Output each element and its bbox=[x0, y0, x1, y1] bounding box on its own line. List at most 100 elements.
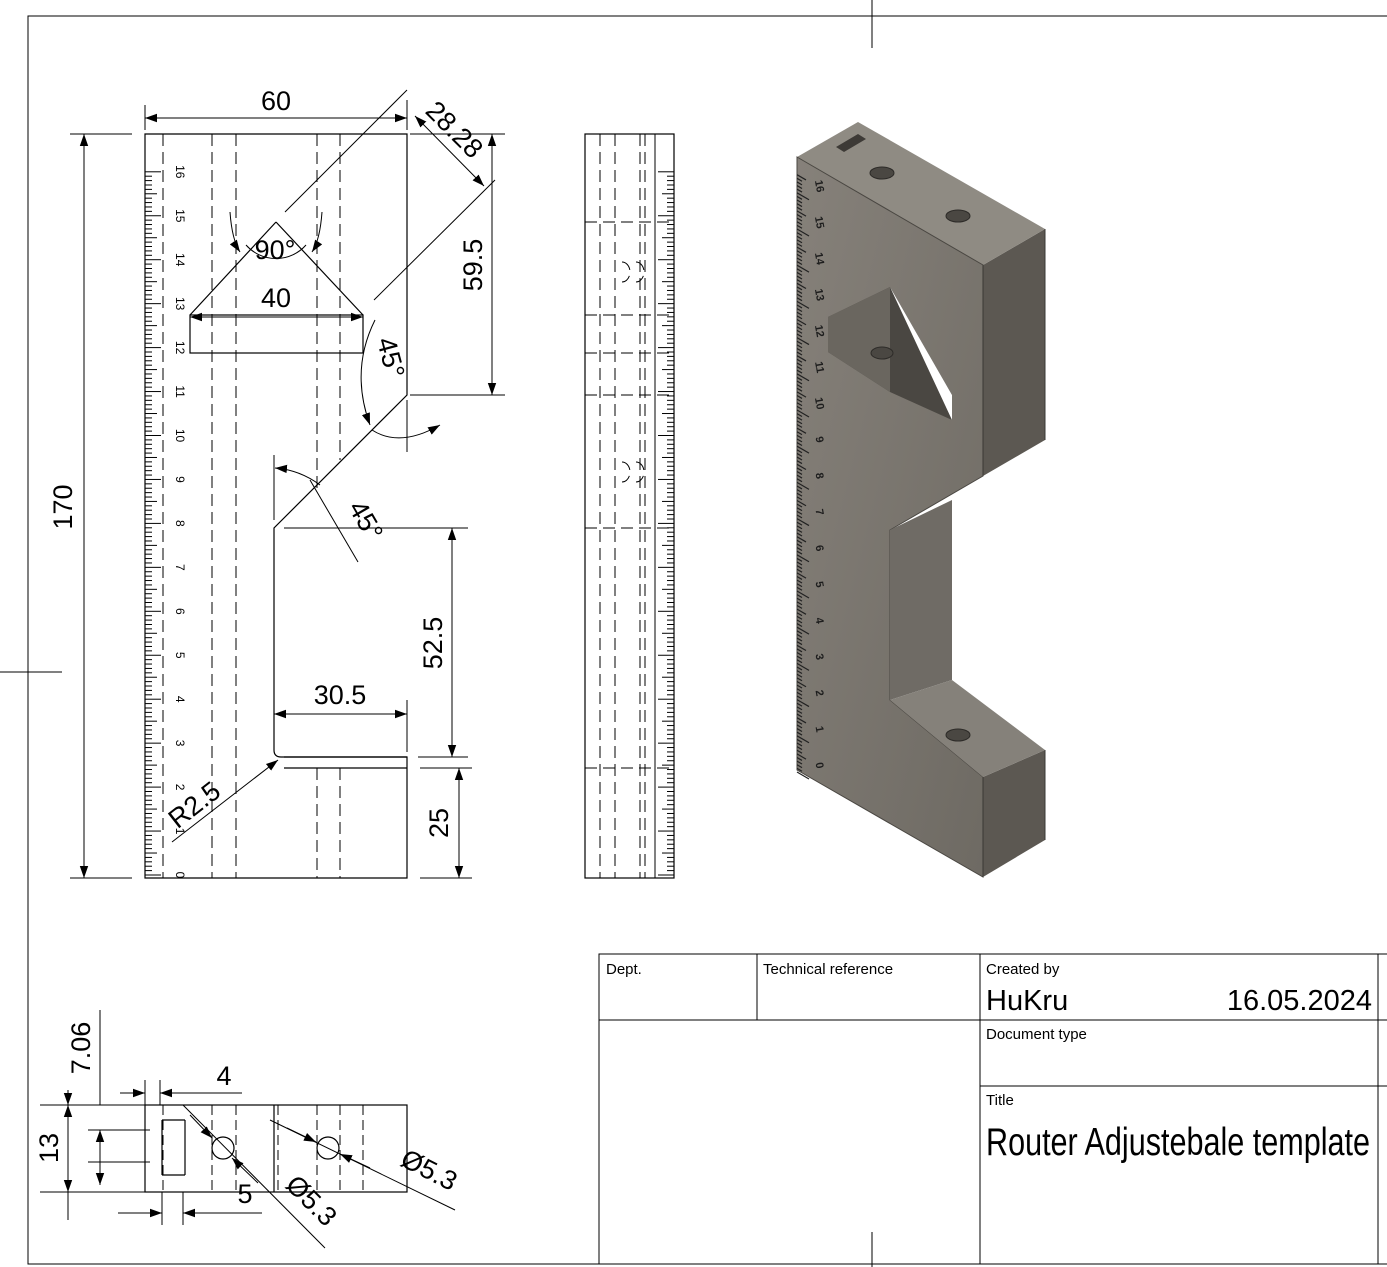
iso-ruler-tick bbox=[796, 583, 803, 588]
ruler-label: 12 bbox=[173, 341, 187, 355]
iso-ruler-label: 11 bbox=[812, 361, 826, 375]
iso-ruler-tick bbox=[796, 185, 803, 189]
iso-ruler-tick bbox=[796, 322, 803, 327]
iso-ruler-tick bbox=[796, 203, 803, 208]
dim-fillet-radius: R2.5 bbox=[163, 776, 226, 835]
iso-ruler-tick bbox=[796, 528, 803, 533]
iso-ruler-tick bbox=[796, 731, 803, 736]
dept-label: Dept. bbox=[606, 961, 642, 978]
iso-ruler-tick bbox=[796, 728, 803, 732]
iso-ruler-tick bbox=[796, 242, 803, 247]
ruler-label: 14 bbox=[173, 253, 187, 267]
iso-ruler-tick bbox=[796, 771, 810, 780]
iso-ruler-tick bbox=[796, 471, 803, 475]
iso-ruler-tick bbox=[796, 680, 807, 688]
iso-ruler-tick bbox=[796, 492, 803, 497]
ruler-label: 5 bbox=[173, 652, 187, 659]
ruler-label: 3 bbox=[173, 740, 187, 747]
iso-ruler-tick bbox=[796, 188, 803, 193]
iso-ruler-tick bbox=[796, 565, 803, 570]
iso-ruler-tick bbox=[796, 275, 803, 280]
iso-ruler-tick bbox=[796, 709, 803, 714]
iso-ruler-label: 10 bbox=[812, 396, 826, 410]
iso-ruler-label: 5 bbox=[813, 580, 826, 588]
iso-ruler-tick bbox=[796, 413, 803, 418]
dim-chamfer-length: 28.28 bbox=[420, 95, 489, 164]
iso-ruler-tick bbox=[796, 742, 803, 747]
iso-ruler-tick bbox=[796, 300, 810, 309]
iso-ruler-tick bbox=[796, 738, 803, 743]
iso-ruler-tick bbox=[796, 735, 810, 744]
iso-ruler-label: 15 bbox=[812, 215, 826, 229]
iso-ruler-tick bbox=[796, 474, 803, 479]
iso-ruler-tick bbox=[796, 467, 803, 472]
iso-ruler-tick bbox=[796, 174, 807, 181]
dim-front-width: 60 bbox=[261, 86, 291, 116]
iso-ruler-tick bbox=[796, 224, 803, 229]
iso-ruler-tick bbox=[796, 757, 803, 761]
dim-overall-height: 170 bbox=[48, 484, 78, 529]
iso-ruler-tick bbox=[796, 423, 803, 428]
ruler-label: 7 bbox=[173, 564, 187, 571]
iso-ruler-tick bbox=[796, 221, 803, 226]
iso-ruler-tick bbox=[796, 608, 807, 615]
iso-ruler-tick bbox=[796, 510, 803, 515]
side-view bbox=[584, 133, 675, 879]
iso-ruler-tick bbox=[796, 572, 807, 579]
dim-slot-height: 52.5 bbox=[418, 617, 448, 670]
iso-ruler-tick bbox=[796, 340, 803, 345]
iso-ruler-tick bbox=[796, 387, 803, 392]
iso-ruler-tick bbox=[796, 463, 807, 471]
iso-ruler-tick bbox=[796, 456, 803, 461]
iso-ruler-tick bbox=[796, 626, 810, 635]
iso-ruler-tick bbox=[796, 547, 803, 551]
iso-ruler-tick bbox=[796, 438, 803, 443]
dim-hole-dia-2: Ø5.3 bbox=[396, 1143, 462, 1196]
iso-ruler-tick bbox=[796, 199, 803, 204]
iso-ruler-tick bbox=[796, 503, 803, 508]
iso-ruler-tick bbox=[796, 268, 803, 273]
iso-ruler-tick bbox=[796, 395, 803, 399]
iso-ruler-tick bbox=[796, 416, 803, 421]
iso-ruler-tick bbox=[796, 648, 803, 653]
iso-ruler-tick bbox=[796, 662, 810, 671]
iso-ruler-tick bbox=[796, 318, 807, 326]
doc-type-label: Document type bbox=[986, 1026, 1087, 1043]
ruler-label: 10 bbox=[173, 429, 187, 443]
tech-ref-label: Technical reference bbox=[763, 961, 893, 978]
iso-ruler-label: 13 bbox=[812, 288, 826, 302]
iso-ruler-tick bbox=[796, 376, 803, 381]
dim-foot-height: 25 bbox=[424, 808, 454, 838]
iso-ruler-label: 1 bbox=[813, 725, 826, 733]
ruler-label: 8 bbox=[173, 520, 187, 527]
iso-ruler-tick bbox=[796, 192, 810, 201]
iso-ruler-label: 6 bbox=[813, 544, 826, 552]
bottom-view bbox=[144, 1104, 408, 1193]
front-dimensions bbox=[70, 89, 505, 879]
iso-ruler-tick bbox=[796, 724, 803, 729]
iso-ruler-tick bbox=[796, 499, 807, 507]
iso-ruler-tick bbox=[796, 695, 803, 700]
iso-ruler-tick bbox=[796, 297, 803, 302]
iso-ruler-tick bbox=[796, 246, 807, 253]
iso-ruler-tick bbox=[796, 384, 803, 389]
iso-ruler-tick bbox=[796, 767, 803, 772]
iso-ruler-tick bbox=[796, 253, 803, 258]
iso-ruler-tick bbox=[796, 347, 803, 352]
dim-angle-90: 90° bbox=[255, 235, 296, 265]
iso-ruler-tick bbox=[796, 434, 803, 439]
iso-ruler-tick bbox=[796, 677, 803, 682]
triangle-hole-bottom bbox=[189, 314, 364, 354]
title-label: Title bbox=[986, 1092, 1014, 1109]
iso-ruler-tick bbox=[796, 478, 803, 483]
iso-ruler-tick bbox=[796, 753, 807, 760]
iso-ruler-tick bbox=[796, 282, 807, 290]
iso-ruler-tick bbox=[796, 366, 803, 370]
iso-ruler-label: 3 bbox=[813, 653, 826, 661]
iso-ruler-tick bbox=[796, 561, 803, 566]
iso-ruler-tick bbox=[796, 481, 810, 490]
iso-ruler-tick bbox=[796, 532, 803, 537]
iso-ruler-tick bbox=[796, 344, 803, 349]
iso-ruler-tick bbox=[796, 496, 803, 501]
